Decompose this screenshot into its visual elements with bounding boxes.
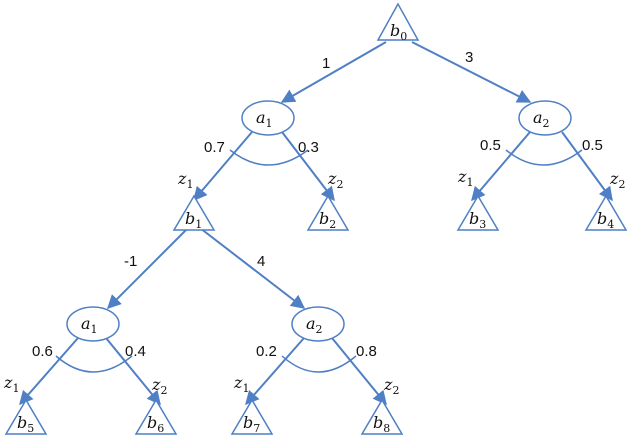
obs-a2-low-z1: z1 bbox=[233, 373, 249, 395]
triangle-shape bbox=[134, 398, 178, 435]
node-b5: b5 bbox=[4, 398, 48, 435]
prob-a2-low-z1: 0.2 bbox=[256, 343, 277, 360]
arc-a2-top bbox=[505, 149, 583, 166]
ellipse-shape bbox=[241, 100, 295, 136]
node-b3-label: b3 bbox=[469, 209, 486, 231]
prob-a2-top-z1: 0.5 bbox=[480, 137, 501, 154]
triangle-shape bbox=[456, 194, 500, 231]
node-b4: b4 bbox=[584, 194, 628, 231]
obs-a1-low-z1: z1 bbox=[3, 373, 19, 395]
obs-a2-top-z2: z2 bbox=[609, 169, 625, 191]
prob-a1-low-z2: 0.4 bbox=[125, 343, 146, 360]
ellipse-shape bbox=[518, 100, 572, 136]
edge-b1-a2 bbox=[199, 227, 306, 309]
obs-a2-top-z1: z1 bbox=[457, 167, 473, 189]
node-b6-label: b6 bbox=[147, 413, 164, 435]
node-b6: b6 bbox=[134, 398, 178, 435]
arc-a1-low bbox=[55, 355, 133, 373]
edge-b0-a1 bbox=[280, 41, 387, 103]
triangle-shape bbox=[230, 398, 274, 435]
edge-a1-b1 bbox=[193, 131, 253, 202]
triangle-shape bbox=[172, 194, 216, 231]
ellipse-shape bbox=[66, 306, 120, 342]
ellipse-shape bbox=[291, 306, 345, 342]
triangle-shape bbox=[584, 194, 628, 231]
edge-a1-b6 bbox=[105, 337, 161, 406]
prob-a1-top-z2: 0.3 bbox=[298, 139, 319, 156]
node-b5-label: b5 bbox=[17, 413, 34, 435]
node-a1-top-label: a1 bbox=[256, 108, 273, 130]
node-b2-label: b2 bbox=[319, 209, 336, 231]
node-a1-top: a1 bbox=[241, 100, 295, 136]
edge-b0-a2 bbox=[411, 41, 532, 103]
node-a2-low: a2 bbox=[291, 306, 345, 342]
edge-a2-b4 bbox=[561, 131, 613, 202]
node-b4-label: b4 bbox=[597, 209, 614, 231]
node-a2-top-label: a2 bbox=[533, 108, 550, 130]
prob-a2-low-z2: 0.8 bbox=[356, 343, 377, 360]
edge-a2-b3 bbox=[471, 131, 531, 202]
node-a1-low: a1 bbox=[66, 306, 120, 342]
node-b0: b0 bbox=[376, 2, 420, 43]
prob-a2-top-z2: 0.5 bbox=[582, 137, 603, 154]
triangle-shape bbox=[360, 398, 404, 435]
edge-a1-b5 bbox=[19, 337, 79, 406]
node-b8-label: b8 bbox=[373, 413, 390, 435]
edge-a2-b8 bbox=[331, 337, 387, 406]
triangle-shape bbox=[376, 2, 420, 41]
arc-a2-low bbox=[281, 355, 357, 373]
edge-a2-b7 bbox=[245, 337, 305, 406]
node-b0-label: b0 bbox=[390, 21, 407, 43]
node-b7: b7 bbox=[230, 398, 274, 435]
reward-b1-a2: 4 bbox=[257, 253, 265, 270]
arc-a1-top bbox=[229, 149, 309, 166]
node-b7-label: b7 bbox=[243, 413, 260, 435]
reward-b0-a1: 1 bbox=[322, 55, 330, 72]
obs-a1-top-z2: z2 bbox=[327, 169, 343, 191]
triangle-shape bbox=[306, 194, 350, 231]
node-b3: b3 bbox=[456, 194, 500, 231]
node-b1-label: b1 bbox=[185, 209, 202, 231]
node-b2: b2 bbox=[306, 194, 350, 231]
obs-a1-top-z1: z1 bbox=[177, 169, 193, 191]
obs-a2-low-z2: z2 bbox=[383, 375, 399, 397]
node-b1: b1 bbox=[172, 194, 216, 231]
prob-a1-low-z1: 0.6 bbox=[32, 343, 53, 360]
prob-a1-top-z1: 0.7 bbox=[204, 139, 225, 156]
reward-b1-a1: -1 bbox=[124, 253, 137, 270]
edge-b1-a1 bbox=[107, 227, 189, 309]
triangle-shape bbox=[4, 398, 48, 435]
obs-a1-low-z2: z2 bbox=[151, 375, 167, 397]
node-a2-top: a2 bbox=[518, 100, 572, 136]
node-a2-low-label: a2 bbox=[306, 314, 323, 336]
reward-b0-a2: 3 bbox=[465, 49, 473, 66]
edge-a1-b2 bbox=[281, 131, 335, 202]
node-b8: b8 bbox=[360, 398, 404, 435]
node-a1-low-label: a1 bbox=[81, 314, 98, 336]
